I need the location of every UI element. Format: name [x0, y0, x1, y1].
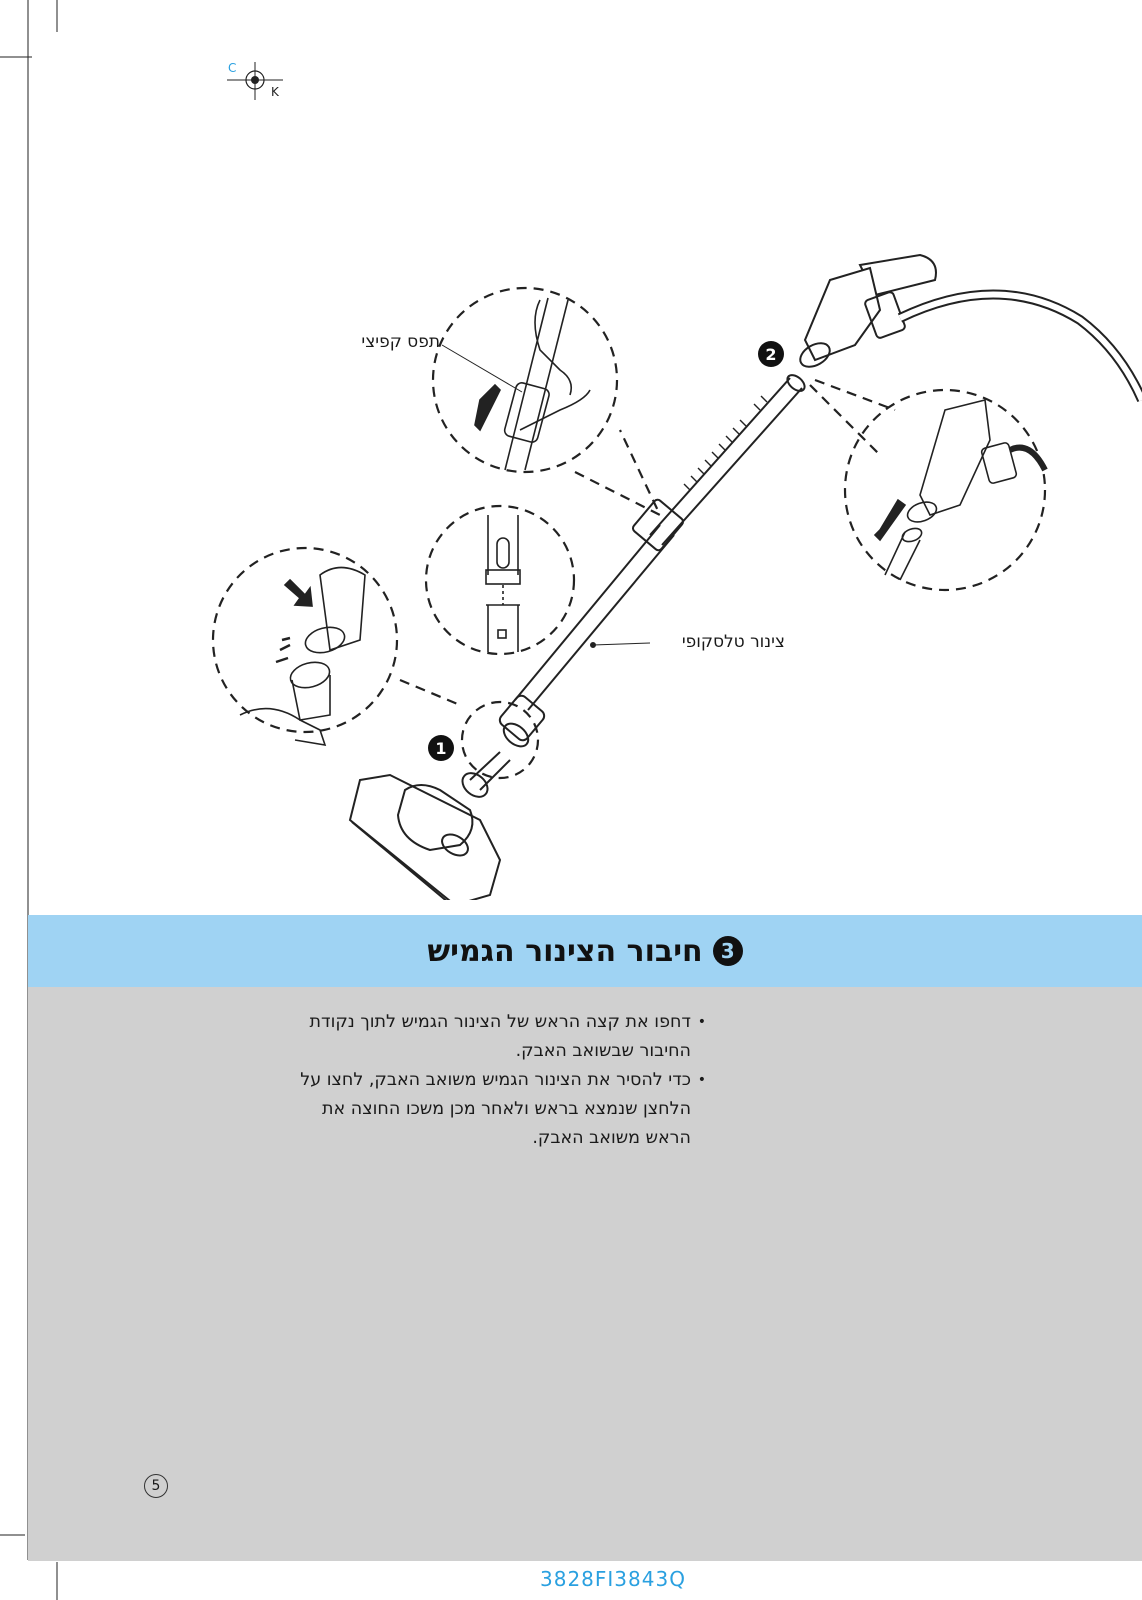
- detail-tube-circle: [426, 506, 574, 654]
- document-code: 3828FI3843Q: [540, 1567, 686, 1591]
- instruction-item: דחפו את קצה הראש של הצינור הגמיש לתוך נק…: [300, 1008, 706, 1066]
- step-1-number: 1: [435, 739, 446, 758]
- detail-tube-drawing: [486, 515, 520, 652]
- detail-handle-drawing: [442, 298, 590, 470]
- instructions-list: דחפו את קצה הראש של הצינור הגמיש לתוך נק…: [300, 1008, 706, 1153]
- step-marker-1: 1: [428, 735, 454, 761]
- hose-handle: [796, 255, 1142, 400]
- section-title-text: חיבור הצינור הגמיש: [427, 934, 702, 969]
- step-2-number: 2: [765, 345, 776, 364]
- detail-hose-drawing: [875, 400, 1045, 580]
- detail-circles: [213, 288, 1045, 778]
- instruction-item: כדי להסיר את הצינור הגמיש משואב האבק, לח…: [300, 1066, 706, 1153]
- page-number: 5: [144, 1474, 168, 1498]
- step-marker-2: 2: [758, 341, 784, 367]
- section-number: 3: [713, 936, 743, 966]
- section-title: 3 חיבור הצינור הגמיש: [28, 915, 1142, 987]
- detail-handle-circle: [433, 288, 617, 472]
- tube-joint: [458, 693, 547, 801]
- label-telescopic-tube: צינור טלסקופי: [655, 632, 785, 652]
- detail-connector-circle: [213, 548, 397, 732]
- vacuum-illustration: 1 2: [0, 0, 1142, 900]
- telescopic-tube: [515, 372, 808, 710]
- label-spring-clip: תפס קפיצי: [330, 332, 440, 352]
- floor-nozzle: [350, 775, 500, 900]
